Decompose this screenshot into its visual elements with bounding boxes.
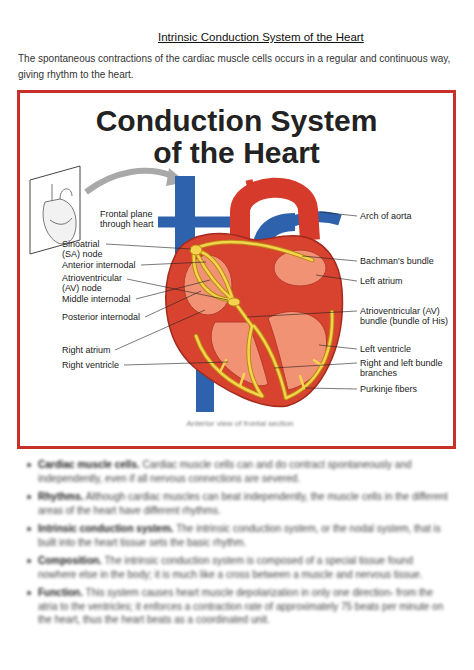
intro-paragraph: The spontaneous contractions of the card… (18, 51, 468, 83)
frontal-plane-inset (30, 166, 186, 254)
part-label: Sinoatrial (SA) node (62, 239, 112, 259)
figure-caption: Anterior view of frontal section (140, 419, 340, 429)
bullet-body: This system causes heart muscle depolari… (38, 587, 443, 625)
part-label: Anterior internodal (62, 260, 136, 270)
bullet-heading: Function. (38, 587, 83, 598)
bullet-item: Intrinsic conduction system. The intrins… (24, 522, 454, 549)
bullet-list: Cardiac muscle cells. Cardiac muscle cel… (24, 458, 454, 632)
part-label: Left atrium (360, 276, 403, 286)
inset-label: Frontal plane through heart (100, 209, 160, 229)
part-label: Atrioventricular (AV) bundle (bundle of … (360, 306, 452, 326)
part-label: Atrioventricular (AV) node (62, 273, 132, 293)
bullet-item: Cardiac muscle cells. Cardiac muscle cel… (24, 458, 454, 485)
part-label: Right atrium (62, 345, 111, 355)
bullet-item: Rhythms. Although cardiac muscles can be… (24, 490, 454, 517)
bullet-heading: Composition. (38, 555, 102, 566)
part-label: Purkinje fibers (360, 384, 417, 394)
bullet-item: Function. This system causes heart muscl… (24, 586, 454, 627)
leader-lines (106, 212, 357, 389)
bullet-body: Although cardiac muscles can beat indepe… (38, 491, 448, 516)
heart-drawing (158, 176, 342, 412)
part-label: Posterior internodal (62, 312, 140, 322)
part-label: Bachman's bundle (360, 256, 434, 266)
part-label: Arch of aorta (360, 211, 412, 221)
figure-heading: Conduction System of the Heart (89, 105, 384, 169)
bullet-heading: Intrinsic conduction system. (38, 523, 174, 534)
part-label: Left ventricle (360, 344, 411, 354)
bullet-item: Composition. The intrinsic conduction sy… (24, 554, 454, 581)
part-label: Right ventricle (62, 360, 119, 370)
part-label: Right and left bundle branches (360, 358, 448, 378)
bullet-heading: Rhythms. (38, 491, 84, 502)
page-title: Intrinsic Conduction System of the Heart (158, 31, 364, 43)
bullet-heading: Cardiac muscle cells. (38, 459, 140, 470)
part-label: Middle internodal (62, 294, 131, 304)
